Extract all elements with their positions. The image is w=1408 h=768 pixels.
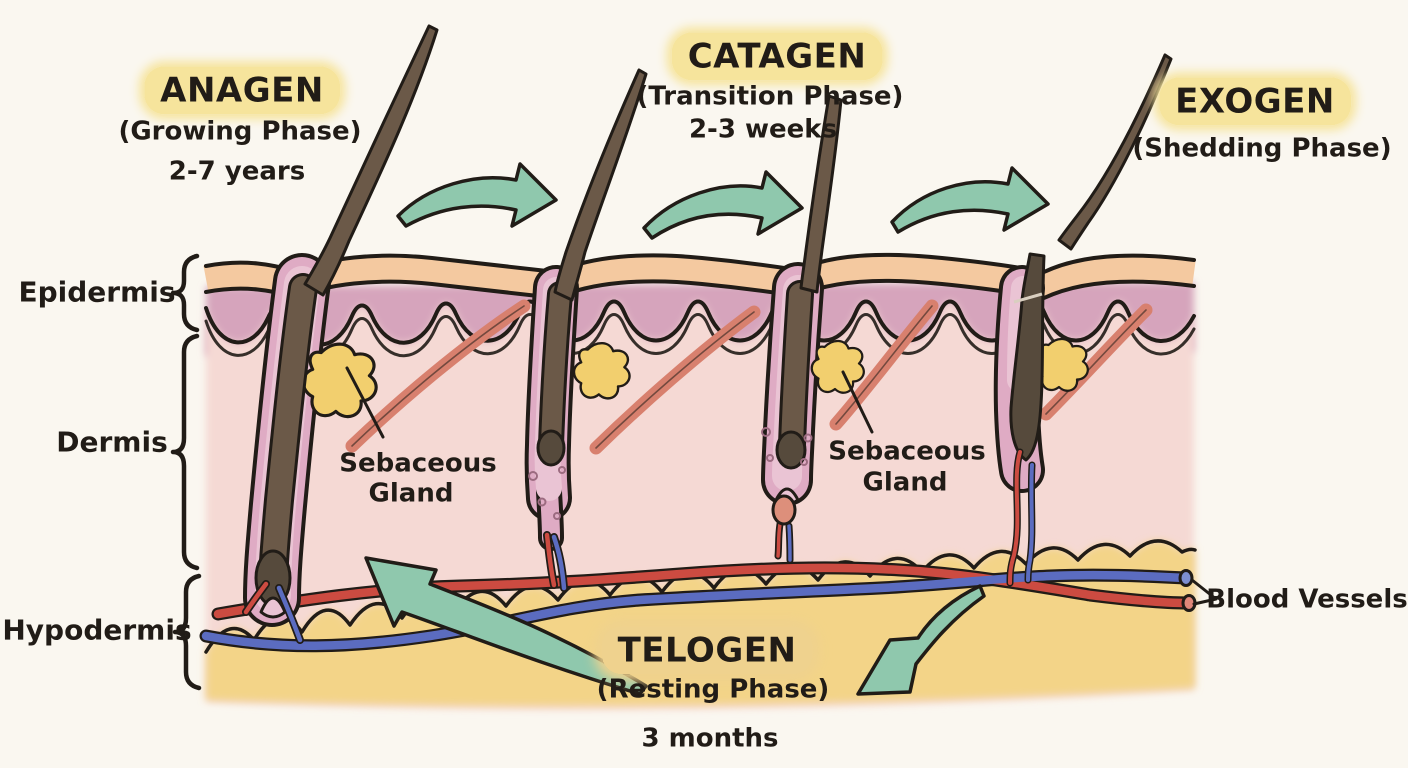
hair-follicle-catagen bbox=[524, 68, 648, 551]
follicle-bubbles-telogen bbox=[761, 427, 813, 466]
phase-name-telogen: TELOGEN bbox=[601, 626, 813, 675]
arrow-to-telogen-label-icon bbox=[856, 584, 986, 696]
blood-vessel-blue bbox=[201, 570, 1191, 650]
phase-name-exogen: EXOGEN bbox=[1159, 77, 1351, 126]
blood-vessels-label: Blood Vessels bbox=[1206, 584, 1408, 615]
sebaceous-pointer-right bbox=[841, 370, 874, 434]
hair-follicle-exogen bbox=[993, 53, 1173, 587]
arrector-pili-anagen bbox=[345, 299, 531, 453]
pointer-lines bbox=[345, 366, 1218, 606]
phase-sublabel-catagen: (Transition Phase) bbox=[636, 81, 904, 112]
phase-duration-telogen: 3 months bbox=[641, 723, 779, 754]
phase-sublabel-anagen: (Growing Phase) bbox=[118, 116, 362, 147]
phase-name-catagen: CATAGEN bbox=[671, 32, 883, 81]
shed-hair-exogen bbox=[1057, 53, 1173, 251]
hair-shaft-telogen bbox=[799, 94, 843, 294]
blood-vessel-blue-end bbox=[1178, 569, 1194, 587]
layer-braces bbox=[170, 253, 202, 691]
arrow-recycle-icon bbox=[364, 556, 648, 696]
sebaceous-gland-label-right-line1: Sebaceous bbox=[828, 436, 986, 467]
layer-label-hypodermis: Hypodermis bbox=[2, 613, 192, 647]
phase-label-catagen: CATAGEN bbox=[671, 32, 883, 81]
cycle-arrows bbox=[364, 162, 1050, 696]
phase-name-anagen: ANAGEN bbox=[144, 66, 340, 115]
arrector-pili-catagen bbox=[589, 305, 761, 455]
hair-shaft-anagen bbox=[303, 24, 439, 297]
dermal-papilla-telogen bbox=[771, 494, 797, 526]
hair-shaft-catagen bbox=[553, 68, 648, 302]
phase-label-telogen: TELOGEN bbox=[601, 626, 813, 675]
phase-sublabel-exogen: (Shedding Phase) bbox=[1132, 133, 1392, 164]
layer-label-epidermis: Epidermis bbox=[18, 275, 176, 309]
sebaceous-gland-label-right-line2: Gland bbox=[862, 467, 948, 498]
arrector-pili-telogen bbox=[829, 299, 939, 431]
hair-follicle-telogen bbox=[761, 94, 865, 564]
hypodermis-brace bbox=[172, 573, 202, 691]
arrow-anagen-to-catagen-icon bbox=[396, 162, 558, 228]
phase-label-exogen: EXOGEN bbox=[1159, 77, 1351, 126]
sebaceous-gland-label-left-line1: Sebaceous bbox=[339, 448, 497, 479]
hair-follicle-anagen bbox=[243, 24, 439, 627]
follicle-bubbles-catagen bbox=[528, 466, 566, 520]
arrow-telogen-to-exogen-icon bbox=[890, 166, 1050, 234]
blood-vessels-pointer bbox=[1190, 578, 1218, 606]
layer-label-dermis: Dermis bbox=[56, 425, 168, 459]
arrector-pili-muscles bbox=[345, 299, 1153, 455]
capillary-branches bbox=[242, 531, 568, 644]
phase-sublabel-telogen: (Resting Phase) bbox=[596, 674, 830, 705]
dermis-brace bbox=[170, 333, 200, 571]
sebaceous-pointer-left bbox=[345, 366, 385, 439]
phase-duration-anagen: 2-7 years bbox=[168, 156, 306, 187]
arrow-catagen-to-telogen-icon bbox=[642, 170, 804, 240]
sebaceous-gland-label-left-line2: Gland bbox=[368, 478, 454, 509]
epidermis-brace bbox=[170, 253, 200, 333]
arrector-pili-exogen bbox=[1039, 303, 1153, 421]
phase-label-anagen: ANAGEN bbox=[144, 66, 340, 115]
phase-duration-catagen: 2-3 weeks bbox=[688, 114, 838, 145]
